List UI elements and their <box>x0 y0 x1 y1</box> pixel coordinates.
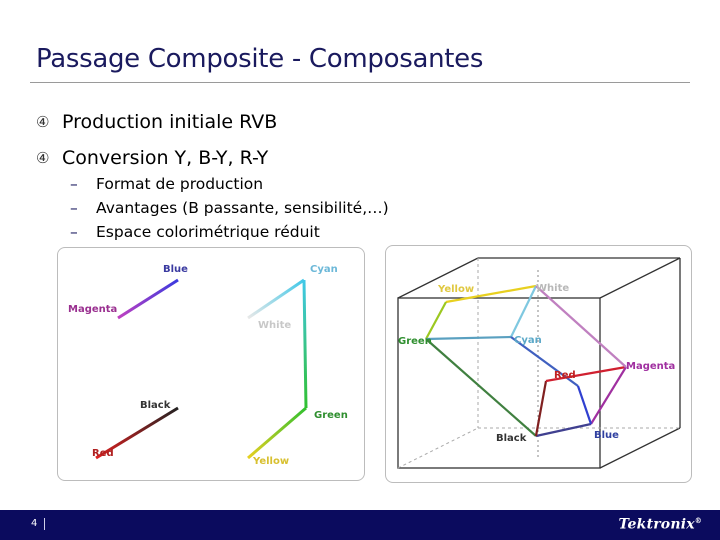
label-black: Black <box>140 400 171 411</box>
label-cyan: Cyan <box>310 264 338 275</box>
bullet-item: ④ Conversion Y, B-Y, R-Y <box>36 147 268 169</box>
bullet-item: ④ Production initiale RVB <box>36 111 277 133</box>
label-yellow: Yellow <box>252 456 289 467</box>
sub-bullet-item: – Format de production <box>70 175 263 193</box>
sub-bullet-item: – Avantages (B passante, sensibilité,…) <box>70 199 389 217</box>
dash-marker: – <box>70 175 78 193</box>
edge-yellow-green <box>247 406 307 460</box>
tektronix-logo: Tektronix® <box>619 516 702 533</box>
dash-marker: – <box>70 223 78 241</box>
logo-text: Tektronix <box>618 516 695 533</box>
yuv-cube-figure: Yellow White Green Cyan Red Magenta Blac… <box>385 245 692 483</box>
cube-hidden-edges <box>397 258 680 469</box>
sub-bullet-text: Avantages (B passante, sensibilité,…) <box>96 199 389 217</box>
label-red: Red <box>554 370 576 381</box>
bullet-text: Conversion Y, B-Y, R-Y <box>62 147 269 169</box>
label-cyan: Cyan <box>514 335 542 346</box>
title-divider <box>30 82 690 83</box>
sub-bullet-text: Format de production <box>96 175 264 193</box>
label-yellow: Yellow <box>437 284 474 295</box>
cube-outline <box>397 257 681 469</box>
label-white: White <box>258 320 291 331</box>
page-number-divider <box>44 518 45 530</box>
label-green: Green <box>314 410 348 421</box>
circled-four-icon: ④ <box>36 113 50 131</box>
yuv-cube-diagram: Yellow White Green Cyan Red Magenta Blac… <box>397 257 681 469</box>
sub-bullet-item: – Espace colorimétrique réduit <box>70 223 320 241</box>
slide-title: Passage Composite - Composantes <box>36 44 484 74</box>
label-blue: Blue <box>163 264 188 275</box>
hexagon-edges <box>425 284 627 438</box>
edge-cyan-green <box>302 279 308 409</box>
dash-marker: – <box>70 199 78 217</box>
registered-mark: ® <box>694 516 702 525</box>
edge-white-cyan <box>247 278 305 320</box>
label-magenta: Magenta <box>68 304 117 315</box>
edge-red-black <box>95 406 179 460</box>
label-green: Green <box>398 336 432 347</box>
label-blue: Blue <box>594 430 619 441</box>
rgb-cube-diagram: Blue Cyan Magenta White Black Green Red … <box>68 264 348 467</box>
label-white: White <box>536 283 569 294</box>
bullet-text: Production initiale RVB <box>62 111 278 133</box>
label-red: Red <box>92 448 114 459</box>
page-number: 4 <box>31 518 38 529</box>
sub-bullet-text: Espace colorimétrique réduit <box>96 223 320 241</box>
circled-four-icon: ④ <box>36 149 50 167</box>
label-black: Black <box>496 433 527 444</box>
footer-bar: 4 Tektronix® <box>0 510 720 540</box>
rgb-cube-figure: Blue Cyan Magenta White Black Green Red … <box>57 247 365 481</box>
label-magenta: Magenta <box>626 361 675 372</box>
edge-magenta-blue <box>117 278 179 320</box>
